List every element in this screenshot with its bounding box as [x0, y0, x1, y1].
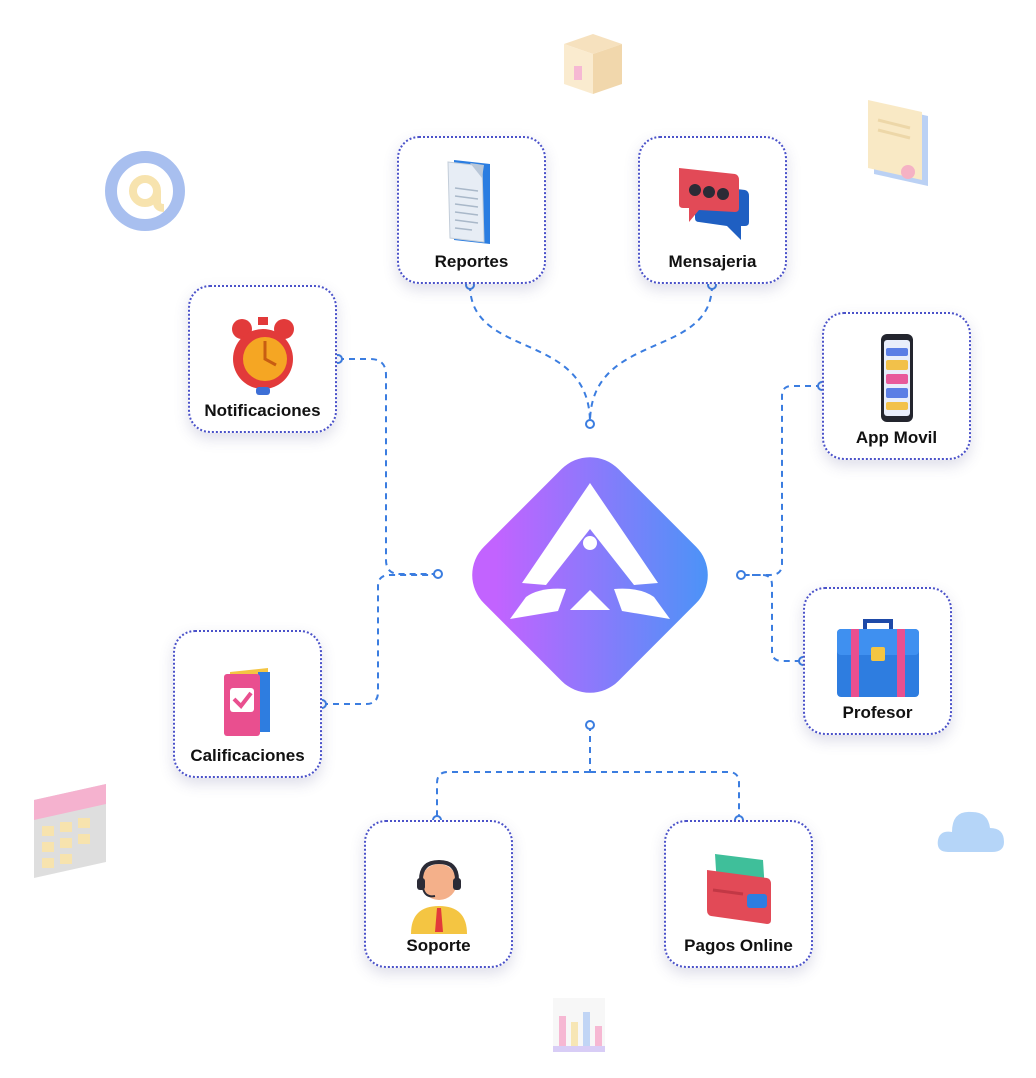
- node-notificaciones[interactable]: Notificaciones: [188, 285, 337, 433]
- bar-chart-icon: [553, 998, 605, 1052]
- certificate-icon: [868, 100, 928, 186]
- node-profesor[interactable]: Profesor: [803, 587, 952, 735]
- node-label: Calificaciones: [190, 746, 305, 765]
- node-label: Soporte: [406, 936, 471, 955]
- a-letter-logo-icon: [510, 483, 670, 619]
- wallet-card-icon: [706, 854, 771, 924]
- node-label: Pagos Online: [684, 936, 793, 955]
- cloud-icon: [937, 811, 1004, 852]
- connector-mensajeria: [589, 284, 713, 424]
- calendar-icon: [34, 784, 106, 878]
- node-mensajeria[interactable]: Mensajeria: [638, 136, 787, 284]
- connector-notificaciones: [338, 358, 438, 575]
- chat-bubble-icon: [678, 168, 749, 240]
- at-sign-icon: [105, 151, 185, 231]
- connector-calificaciones: [322, 574, 438, 705]
- smartphone-icon: [880, 334, 913, 422]
- hub-logo: [472, 457, 708, 693]
- school-building-icon: [564, 34, 622, 94]
- node-label: App Movil: [855, 428, 938, 447]
- connector-app-movil: [741, 385, 822, 576]
- node-app-movil[interactable]: App Movil: [822, 312, 971, 460]
- node-label: Reportes: [434, 252, 509, 271]
- node-label: Notificaciones: [204, 401, 321, 420]
- checklist-book-icon: [223, 668, 270, 736]
- support-agent-icon: [410, 859, 467, 934]
- node-soporte[interactable]: Soporte: [364, 820, 513, 968]
- connector-reportes: [469, 284, 591, 424]
- node-pagos-online[interactable]: Pagos Online: [664, 820, 813, 968]
- document-icon: [446, 160, 490, 244]
- node-reportes[interactable]: Reportes: [397, 136, 546, 284]
- node-label: Mensajeria: [668, 252, 757, 271]
- connector-soporte: [436, 771, 590, 820]
- connector-pagos-online: [590, 771, 740, 820]
- connector-profesor: [741, 574, 803, 662]
- alarm-clock-icon: [231, 317, 294, 395]
- node-label: Profesor: [842, 703, 913, 722]
- briefcase-icon: [836, 619, 919, 697]
- node-calificaciones[interactable]: Calificaciones: [173, 630, 322, 778]
